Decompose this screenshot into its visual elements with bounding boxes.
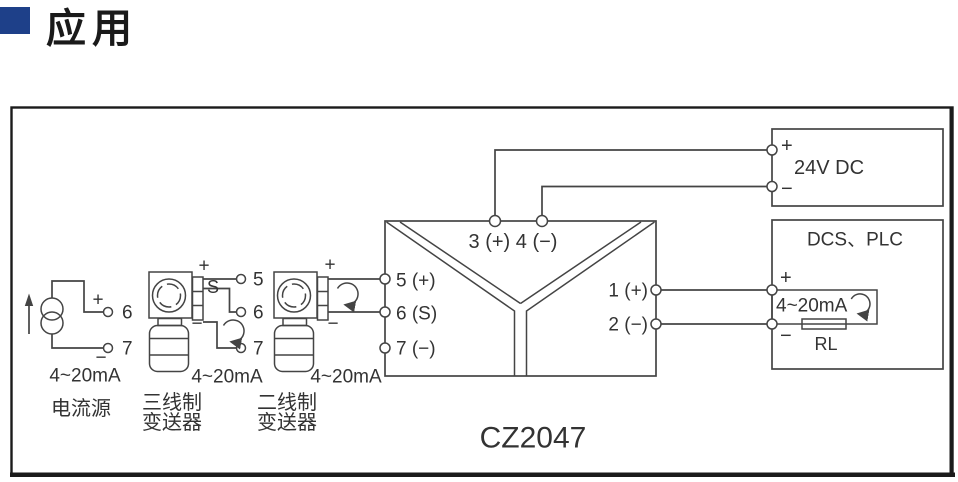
isolator-input-7-label: 7 (−) [396, 339, 436, 360]
terminal-6-node [379, 306, 391, 318]
three-wire-transmitter: + S − 5 6 7 4~20mA 三线制 变送器 [142, 256, 264, 435]
terminal-6-label: 6 [253, 303, 264, 324]
y-divider [386, 221, 516, 376]
load-resistor [801, 318, 847, 330]
load-resistor-label: RL [814, 334, 837, 354]
transmitter-icon [273, 271, 329, 373]
power-plus-node [766, 144, 778, 156]
page-title: 应用 [46, 7, 138, 51]
terminal-node [102, 306, 114, 318]
terminal-5-node [379, 273, 391, 285]
dcs-label: DCS、PLC [807, 230, 903, 251]
terminal-7-label: 7 [253, 339, 264, 360]
two-wire-range: 4~20mA [310, 367, 382, 388]
power-minus-node [766, 180, 778, 193]
dcs-plus-label: + [780, 267, 792, 289]
current-source: + − 6 7 4~20mA 电流源 [24, 280, 133, 420]
dcs-minus-label: − [780, 325, 792, 347]
three-wire-signal-label: S [207, 277, 219, 297]
three-wire-name-line2: 变送器 [142, 411, 202, 434]
two-wire-plus-label: + [324, 255, 335, 276]
power-supply: + − 24V DC [494, 128, 944, 216]
isolator-input-6-label: 6 (S) [396, 304, 437, 325]
title-accent-square [0, 7, 30, 34]
isolator-output-1-label: 1 (+) [608, 281, 648, 302]
terminal-node [235, 273, 247, 285]
isolator-top-terminals-label: 3 (+) 4 (−) [469, 231, 558, 253]
current-direction-arrow-icon [24, 293, 34, 306]
two-wire-transmitter: + − 4~20mA 二线制 变送器 [257, 255, 382, 435]
page-header: 应用 [0, 0, 958, 60]
terminal-7-label: 7 [122, 339, 133, 360]
dcs-plc: DCS、PLC + − 4~20mA RL [661, 219, 944, 370]
isolator-box: 3 (+) 4 (−) 5 (+) 6 (S) 7 (−) 1 (+) 2 (−… [379, 214, 662, 455]
two-wire-name-line2: 变送器 [257, 411, 317, 434]
three-wire-minus-label: − [191, 314, 202, 335]
terminal-node [235, 306, 247, 318]
terminal-node [235, 342, 247, 354]
dcs-loop-range: 4~20mA [776, 296, 848, 317]
terminal-node [102, 342, 114, 354]
two-wire-name-line1: 二线制 [257, 391, 317, 414]
current-source-plus-label: + [92, 290, 103, 311]
terminal-6-label: 6 [122, 303, 133, 324]
terminal-5-label: 5 [253, 270, 264, 291]
dcs-plus-node [766, 284, 778, 296]
three-wire-name-line1: 三线制 [142, 391, 202, 414]
isolator-input-5-label: 5 (+) [396, 271, 436, 292]
power-minus-label: − [781, 178, 793, 200]
loop-direction-arrow-icon [850, 293, 871, 322]
three-wire-range: 4~20mA [191, 367, 263, 388]
current-source-range: 4~20mA [49, 366, 121, 387]
terminal-4-node [535, 214, 549, 228]
current-source-minus-label: − [95, 348, 106, 369]
terminal-1-node [650, 284, 662, 296]
isolator-model-label: CZ2047 [480, 422, 587, 455]
dcs-minus-node [766, 318, 778, 330]
two-wire-minus-label: − [327, 314, 338, 335]
terminal-7-node [379, 342, 391, 354]
current-source-name: 电流源 [51, 397, 111, 420]
power-supply-label: 24V DC [794, 157, 864, 179]
three-wire-plus-label: + [198, 256, 209, 277]
isolator-output-2-label: 2 (−) [608, 315, 648, 336]
terminal-2-node [650, 318, 662, 330]
power-plus-label: + [781, 135, 793, 157]
y-divider [520, 221, 642, 305]
loop-direction-arrow-icon [336, 282, 359, 313]
y-divider [525, 221, 655, 376]
loop-direction-arrow-icon [222, 319, 245, 350]
terminal-3-node [488, 214, 502, 228]
y-divider [399, 221, 521, 305]
diagram-frame [10, 106, 955, 478]
